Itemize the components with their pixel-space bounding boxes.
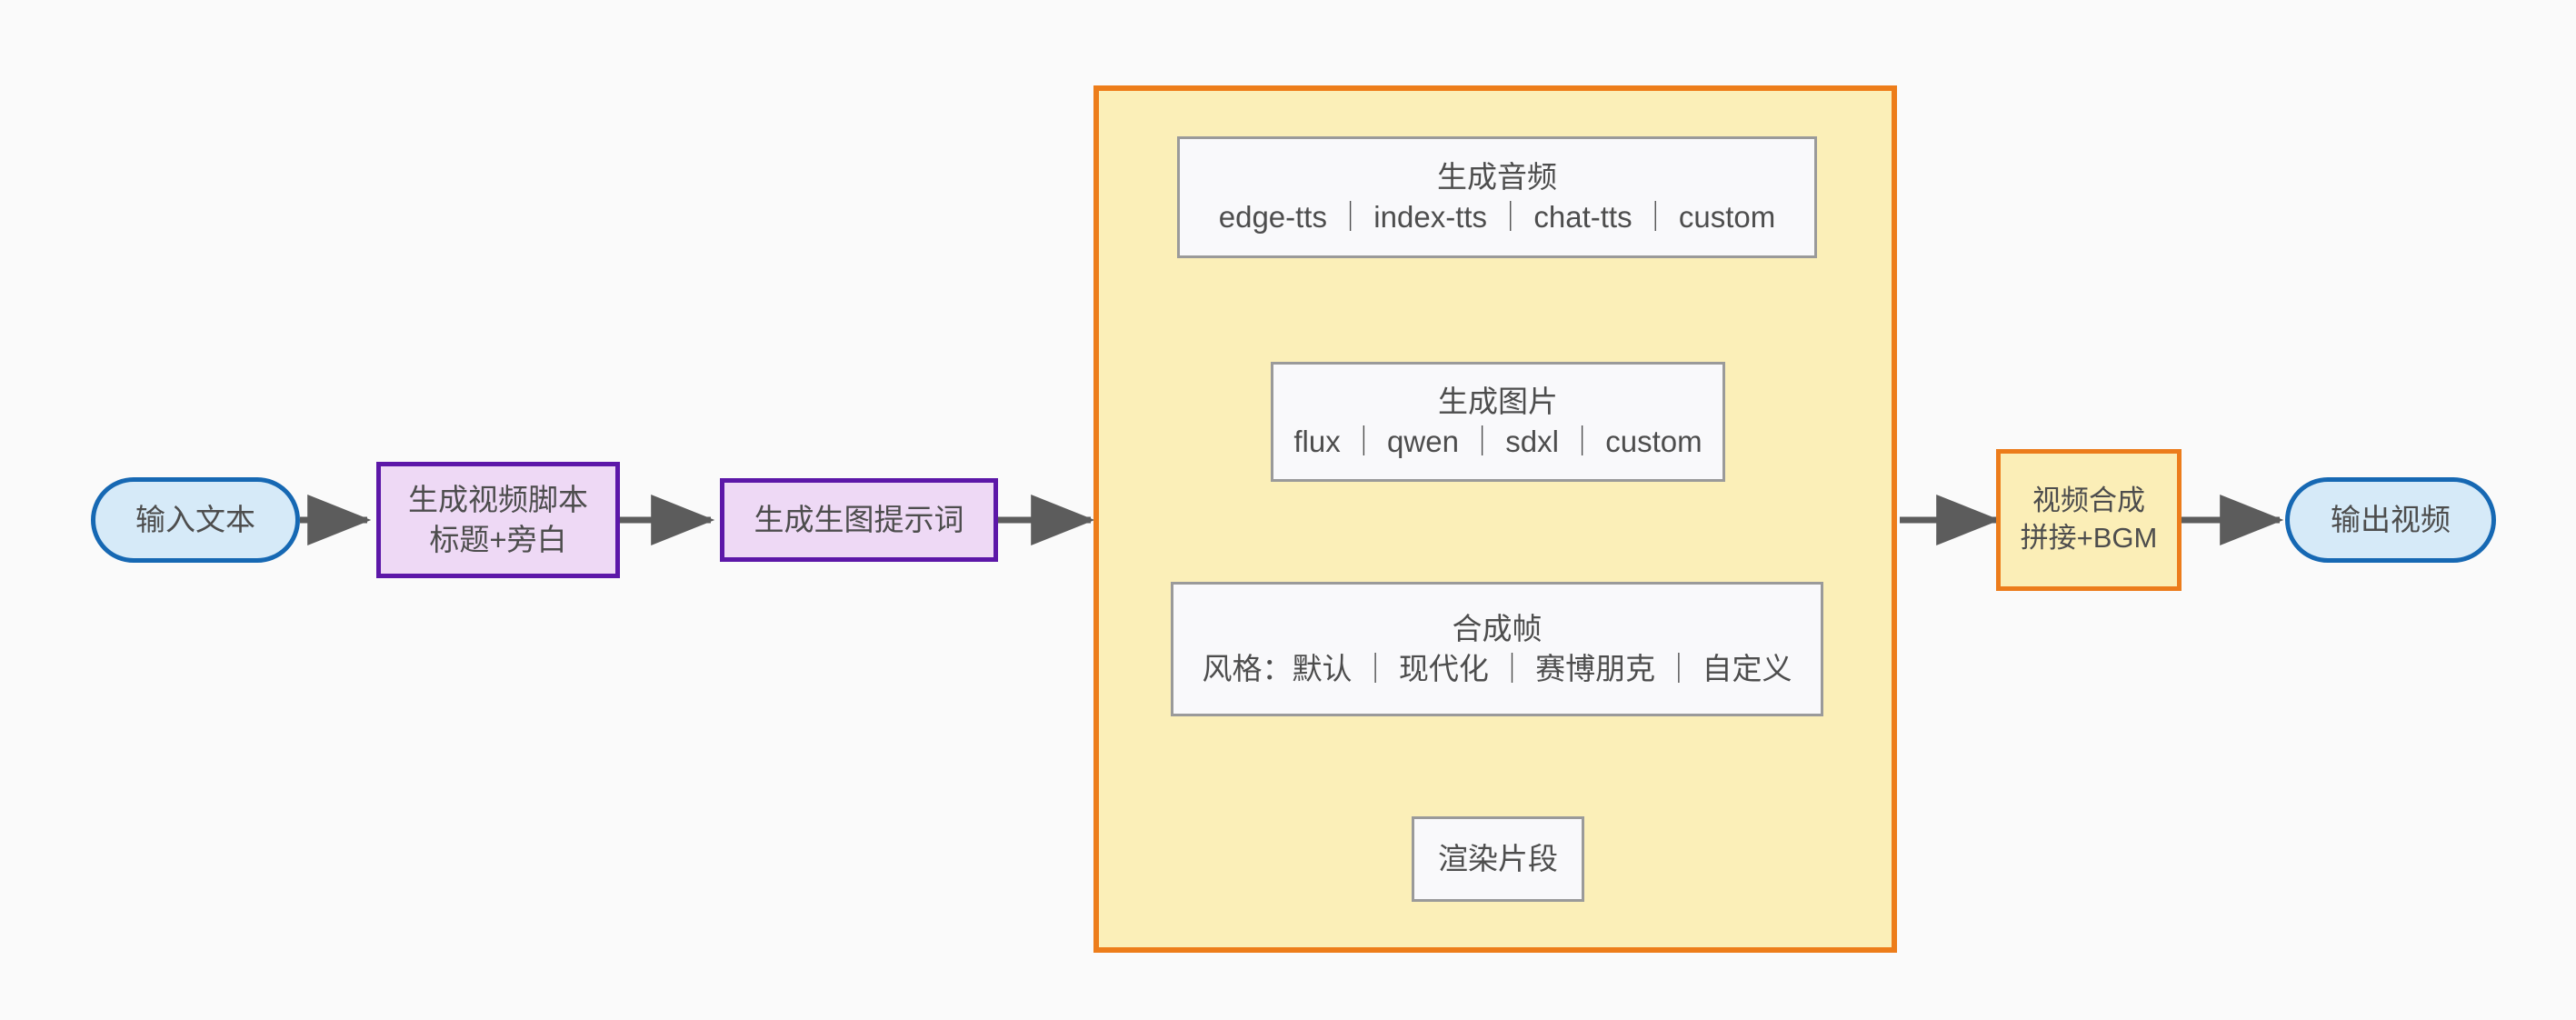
node-render-clip[interactable]: 渲染片段 [1412, 816, 1584, 902]
node-frame-composition-title: 合成帧 [1452, 612, 1543, 646]
node-image-generation-title: 生成图片 [1438, 385, 1558, 419]
node-output-video-label: 输出视频 [2331, 503, 2451, 537]
node-audio-generation-options: edge-tts ｜ index-tts ｜ chat-tts ｜ custom [1218, 200, 1776, 234]
node-render-clip-label: 渲染片段 [1438, 842, 1558, 876]
node-script-generation[interactable]: 生成视频脚本 标题+旁白 [376, 462, 620, 578]
node-audio-generation-title: 生成音频 [1437, 160, 1557, 195]
node-audio-generation[interactable]: 生成音频 edge-tts ｜ index-tts ｜ chat-tts ｜ c… [1177, 136, 1817, 258]
node-video-merge[interactable]: 视频合成 拼接+BGM [1996, 449, 2182, 591]
node-input-text[interactable]: 输入文本 [91, 477, 300, 563]
node-image-generation-options: flux ｜ qwen ｜ sdxl ｜ custom [1293, 425, 1702, 458]
node-output-video[interactable]: 输出视频 [2285, 477, 2496, 563]
node-input-text-label: 输入文本 [135, 503, 255, 537]
node-script-generation-detail: 标题+旁白 [429, 523, 567, 556]
node-frame-composition[interactable]: 合成帧 风格：默认 ｜ 现代化 ｜ 赛博朋克 ｜ 自定义 [1171, 582, 1823, 716]
node-frame-composition-styles: 风格：默认 ｜ 现代化 ｜ 赛博朋克 ｜ 自定义 [1202, 652, 1792, 685]
node-video-merge-title: 视频合成 [2032, 485, 2145, 517]
node-prompt-generation-label: 生成生图提示词 [754, 503, 964, 537]
node-image-generation[interactable]: 生成图片 flux ｜ qwen ｜ sdxl ｜ custom [1271, 362, 1725, 482]
node-prompt-generation[interactable]: 生成生图提示词 [720, 478, 998, 562]
node-script-generation-title: 生成视频脚本 [408, 483, 588, 517]
node-video-merge-detail: 拼接+BGM [2020, 522, 2158, 554]
